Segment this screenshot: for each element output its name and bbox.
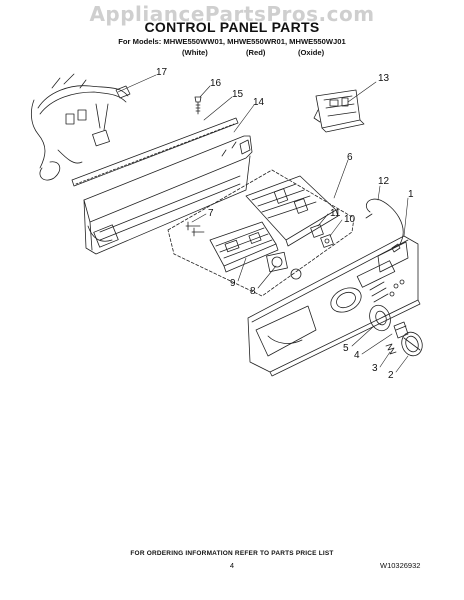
ui-board-part-6 [245, 175, 339, 247]
callout-11: 11 [330, 208, 341, 219]
callout-labels: 17 16 15 14 13 6 7 11 10 12 1 9 8 5 4 3 … [156, 67, 414, 381]
assembly-boundary [167, 169, 355, 297]
screws-part-7 [185, 221, 205, 237]
page-title: CONTROL PANEL PARTS [144, 19, 320, 35]
console-frame-part-14 [83, 135, 253, 255]
callout-12: 12 [378, 176, 390, 187]
callout-14: 14 [253, 97, 265, 108]
variant-white: (White) [182, 48, 208, 57]
screw-part-16 [194, 96, 202, 115]
encoder-part-8 [266, 251, 302, 280]
control-board-part-13 [313, 89, 365, 133]
variant-red: (Red) [246, 48, 266, 57]
callout-17: 17 [156, 67, 168, 78]
callout-10: 10 [344, 214, 356, 225]
callout-8: 8 [250, 286, 256, 297]
cable-part-12 [365, 198, 404, 253]
knob-part-2 [401, 331, 423, 357]
variant-oxide: (Oxide) [298, 48, 325, 57]
ordering-note: FOR ORDERING INFORMATION REFER TO PARTS … [130, 550, 334, 557]
callout-13: 13 [378, 73, 390, 84]
spring-part-3 [385, 343, 397, 355]
watermark: AppliancePartsPros.com [89, 2, 375, 26]
knob-ring-part-5 [369, 304, 391, 332]
display-board-part-9 [209, 221, 279, 273]
document-number: W10326932 [380, 561, 421, 570]
callout-6: 6 [347, 152, 353, 163]
callout-3: 3 [372, 363, 378, 374]
models-line: For Models: MHWE550WW01, MHWE550WR01, MH… [118, 37, 346, 46]
leader-lines [117, 74, 409, 373]
callout-2: 2 [388, 370, 394, 381]
callout-15: 15 [232, 89, 244, 100]
knob-insert-part-4 [393, 321, 409, 339]
trim-strip-part-15 [71, 117, 239, 187]
callout-4: 4 [354, 350, 360, 361]
page-number: 4 [229, 561, 235, 570]
callout-5: 5 [343, 343, 349, 354]
console-panel-part-1 [247, 235, 421, 377]
callout-16: 16 [210, 78, 222, 89]
callout-1: 1 [408, 189, 414, 200]
wire-harness-part [30, 73, 131, 181]
knob-components-part-11-10 [310, 224, 334, 248]
callout-7: 7 [208, 208, 214, 219]
callout-9: 9 [230, 278, 236, 289]
